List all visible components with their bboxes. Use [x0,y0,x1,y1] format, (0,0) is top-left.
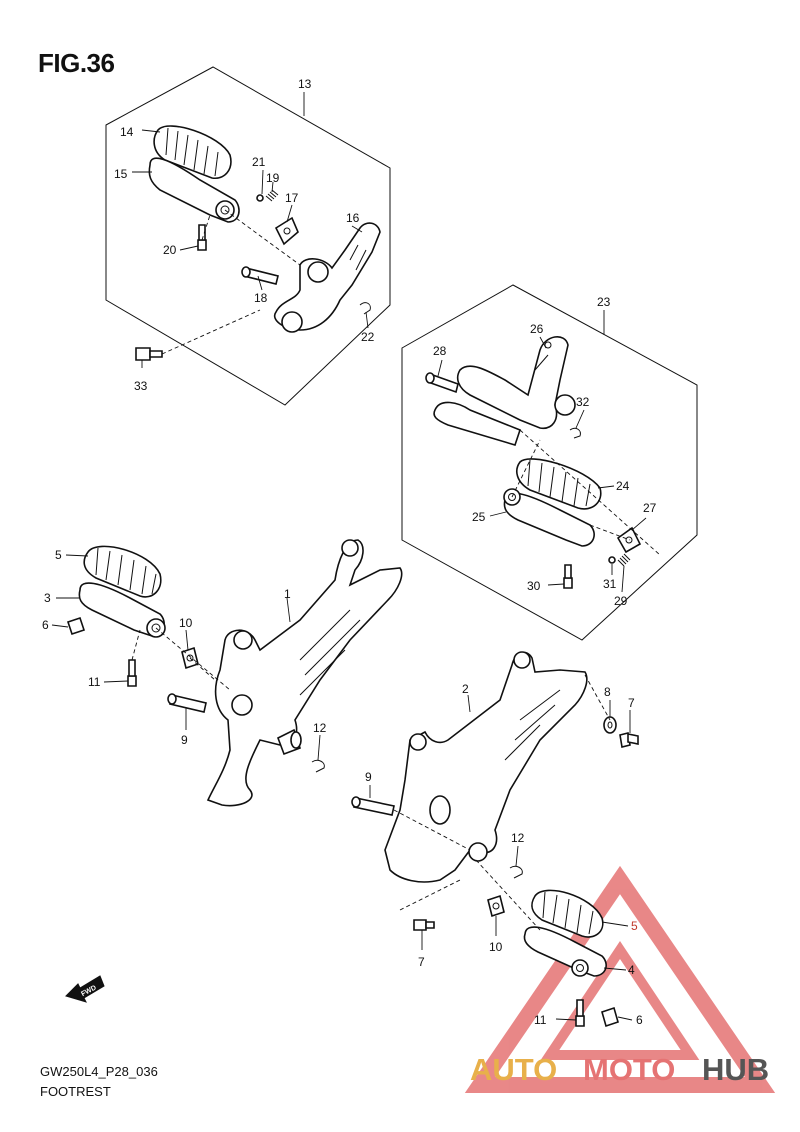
watermark-text: AUTO MOTO HUB [470,1052,769,1087]
label-16: 16 [346,211,360,225]
label-31: 31 [603,577,617,591]
section-name: FOOTREST [40,1084,111,1099]
plate-17 [274,216,299,246]
label-10-right: 10 [489,940,503,954]
label-30: 30 [527,579,541,593]
label-26: 26 [530,322,544,336]
bolt-11-right [575,999,585,1027]
pin-28 [425,372,459,394]
label-4: 4 [628,963,635,977]
plate-27 [616,526,642,554]
label-7-top: 7 [628,696,635,710]
watermark-text-auto: AUTO [470,1052,557,1087]
figure-title: FIG.36 [38,48,115,78]
footpeg-25 [503,488,595,547]
bolt-7-bottom [413,919,435,931]
assembly-23-labels: 23 26 28 32 24 25 27 30 31 29 [433,295,657,608]
cap-6-left [66,616,86,636]
watermark-text-moto: MOTO [583,1052,675,1087]
footpeg-rubber-24 [516,458,602,510]
pin-18 [241,266,279,285]
footpeg-4-right [523,926,607,977]
watermark-text-hub: HUB [702,1052,769,1087]
label-21: 21 [252,155,266,169]
label-19: 19 [266,171,280,185]
label-27: 27 [643,501,657,515]
cap-6-right [601,1006,619,1028]
label-9-right: 9 [365,770,372,784]
bolt-7-top [619,732,639,748]
label-2: 2 [462,682,469,696]
label-28: 28 [433,344,447,358]
ball-21 [256,194,264,202]
footpeg-rubber-5-right [531,889,604,938]
label-24: 24 [616,479,630,493]
pin-9-right [351,796,395,816]
clip-22 [359,302,371,315]
assembly-13-leaders [132,129,369,368]
footrest-bracket-2 [384,651,588,883]
label-7-bottom: 7 [418,955,425,969]
label-18: 18 [254,291,268,305]
assembly-23-leaders [437,336,661,593]
label-15: 15 [114,167,128,181]
label-5-right: 5 [631,919,638,933]
label-13: 13 [298,77,312,91]
label-20: 20 [163,243,177,257]
assembly-23-box [401,284,698,641]
assembly-13-labels: 13 14 15 20 21 19 17 16 18 22 33 [114,77,375,393]
label-23: 23 [597,295,611,309]
footpeg-rubber-5-left [83,545,162,598]
left-assembly-leaders [51,554,321,761]
label-1: 1 [284,587,291,601]
spring-clip-10-right [487,894,505,918]
label-6-left: 6 [42,618,49,632]
assembly-13-box [105,66,391,406]
spring-19 [265,189,279,202]
footrest-bracket-16 [273,222,381,333]
bolt-11-left [127,659,137,687]
clip-12-left [311,759,325,773]
watermark-logo [464,865,776,1093]
label-14: 14 [120,125,134,139]
spring-29 [617,553,631,567]
label-25: 25 [472,510,486,524]
footrest-bracket-1 [206,539,403,807]
label-32: 32 [576,395,590,409]
label-5-left: 5 [55,548,62,562]
label-3: 3 [44,591,51,605]
label-17: 17 [285,191,299,205]
footpeg-rubber-14 [153,125,232,180]
label-8: 8 [604,685,611,699]
footrest-bracket-26 [433,336,576,446]
label-12-right: 12 [511,831,525,845]
left-assembly-labels: 5 3 6 11 10 9 1 12 [42,548,327,747]
bolt-33 [135,347,163,361]
ball-31 [608,556,616,564]
label-29: 29 [614,594,628,608]
label-6-right: 6 [636,1013,643,1027]
model-code: GW250L4_P28_036 [40,1064,158,1079]
clip-32 [569,427,581,439]
label-22: 22 [361,330,375,344]
right-assembly-leaders [369,674,633,1021]
fwd-arrow-icon: FWD [65,975,105,1003]
pin-9-left [167,693,207,713]
right-assembly-labels: 2 8 7 9 12 7 10 5 4 11 6 [365,682,643,1027]
label-10-left: 10 [179,616,193,630]
label-11-right: 11 [534,1013,547,1027]
bolt-20 [197,224,207,251]
label-11-left: 11 [88,675,101,689]
label-33: 33 [134,379,148,393]
clip-12-right [509,865,523,879]
label-12-left: 12 [313,721,327,735]
bolt-30 [563,564,573,589]
label-9-left: 9 [181,733,188,747]
